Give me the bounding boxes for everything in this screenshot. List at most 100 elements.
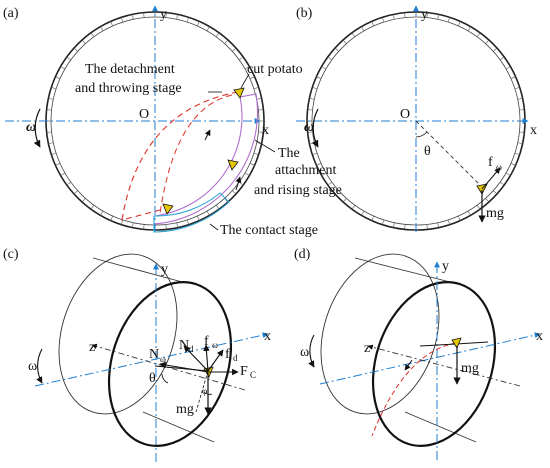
attachment-rising-band (153, 93, 259, 225)
rim-tick (505, 66, 511, 70)
rim-tick (110, 21, 113, 27)
rim-tick (165, 12, 167, 18)
rim-tick (46, 109, 52, 111)
rim-tick (48, 98, 54, 100)
rim-tick (510, 163, 516, 166)
rim-tick (382, 219, 385, 225)
rim-tick (476, 204, 481, 210)
friction-label: f (488, 155, 493, 170)
rim-tick (197, 215, 200, 221)
rim-tick (404, 224, 406, 230)
rotation-arrow (308, 334, 315, 368)
rim-tick (73, 47, 78, 52)
weight-label: mg (176, 402, 194, 417)
y-axis-label: y (421, 7, 428, 22)
friction-subscript: ω (496, 162, 502, 172)
rim-tick (371, 21, 374, 27)
theta-label: θ (149, 371, 156, 386)
rim-tick (249, 76, 255, 79)
x-axis (34, 332, 269, 387)
rim-tick (426, 224, 428, 230)
rim-tick (81, 198, 86, 203)
rim-tick (321, 66, 327, 70)
weight-label: mg (486, 206, 504, 221)
rim-tick (517, 142, 523, 144)
f-d-label: f (225, 347, 230, 362)
z-axis-label: z (364, 341, 370, 356)
f-omega-arrow (203, 344, 210, 372)
omega-label: ω (304, 120, 314, 135)
contact-stage-label: The contact stage (220, 223, 318, 238)
rim-tick (46, 131, 52, 133)
z-axis-label: z (89, 340, 95, 355)
y-axis-label: y (160, 7, 167, 22)
attach-leader (254, 139, 276, 153)
rim-tick (197, 21, 200, 27)
weight-label: mg (461, 361, 479, 376)
rim-tick (165, 224, 167, 230)
phi-label: φ (202, 386, 207, 396)
rim-tick (316, 163, 322, 166)
N-omega-arrow (159, 361, 209, 373)
rim-tick (60, 172, 66, 176)
rim-tick (143, 12, 145, 18)
rim-tick (176, 222, 178, 228)
rim-tick (206, 210, 210, 216)
rim-tick (232, 47, 237, 52)
phi-arc (203, 391, 213, 395)
y-axis-label: y (442, 259, 449, 274)
rim-tick (447, 17, 450, 23)
panel-c: (c) x y z ω N ω N d f ω f d F C mg (3, 247, 271, 462)
drum-front-face (107, 281, 233, 447)
drum-bottom-edge (142, 411, 215, 443)
rim-tick (55, 163, 61, 166)
cut-potato-leader (240, 73, 250, 89)
rim-tick (458, 215, 461, 221)
rim-tick (100, 210, 104, 216)
rim-tick (312, 87, 318, 90)
f-omega-label: f (204, 334, 209, 349)
N-omega-subscript: ω (160, 354, 166, 364)
rim-tick (100, 26, 104, 32)
rim-tick (514, 87, 520, 90)
rim-tick (493, 190, 498, 195)
rim-tick (110, 215, 113, 221)
panel-d: (d) x y z ω mg (294, 247, 543, 460)
rim-tick (249, 163, 255, 166)
rim-tick (519, 131, 525, 133)
rim-tick (485, 198, 490, 203)
rim-tick (316, 76, 322, 79)
origin-label: O (139, 107, 149, 122)
rim-tick (206, 26, 210, 32)
omega-label: ω (26, 120, 36, 135)
rim-tick (121, 17, 124, 23)
rim-tick (517, 98, 523, 100)
rim-tick (186, 219, 189, 225)
x-axis (319, 332, 541, 385)
rim-tick (176, 14, 178, 20)
rim-tick (244, 172, 250, 176)
detach-stage-label-1: The detachment (85, 62, 175, 77)
rim-tick (238, 56, 244, 61)
rim-tick (458, 21, 461, 27)
cut-potato-label: cut potato (247, 62, 303, 77)
drum-front-face (371, 281, 497, 447)
rim-tick (132, 222, 134, 228)
contact-leader (209, 223, 219, 231)
rim-tick (312, 152, 318, 155)
rim-tick (334, 47, 339, 52)
rim-tick (81, 39, 86, 44)
theta-arc (415, 131, 428, 138)
rim-tick (321, 172, 327, 176)
rim-tick (66, 181, 72, 186)
rim-tick (327, 56, 333, 61)
rim-tick (510, 76, 516, 79)
rim-tick (382, 17, 385, 23)
attach-stage-label-3: and rising stage (254, 183, 342, 198)
radius-line (415, 120, 482, 187)
rim-tick (393, 222, 395, 228)
friction-force-arrow (481, 167, 501, 190)
rim-tick (55, 76, 61, 79)
rim-tick (467, 26, 471, 32)
f-d-subscript: d (233, 353, 238, 363)
